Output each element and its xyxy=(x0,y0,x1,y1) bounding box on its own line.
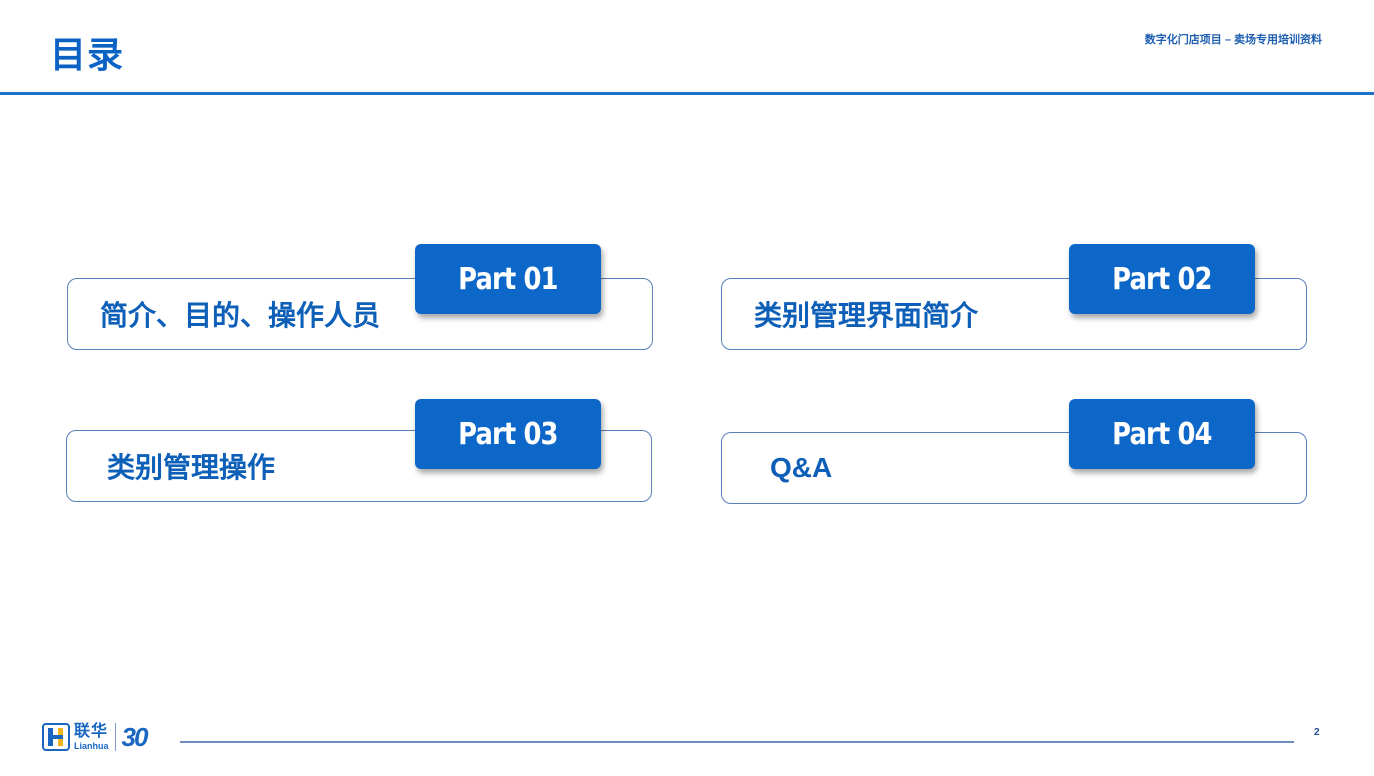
anniversary-30-logo: 30 xyxy=(121,721,149,752)
part-tag-03[interactable]: Part 03 xyxy=(415,399,601,469)
lianhua-logo: 联华 Lianhua 30 xyxy=(42,720,149,754)
footer-divider xyxy=(180,741,1294,743)
part-tag-04[interactable]: Part 04 xyxy=(1069,399,1255,469)
toc-card-part-02[interactable]: 类别管理界面简介 xyxy=(721,278,1307,350)
logo-chinese-name: 联华 xyxy=(74,722,109,740)
part-tag-label: Part 03 xyxy=(458,416,558,452)
toc-card-text: 简介、目的、操作人员 xyxy=(100,300,381,331)
toc-card-text: 类别管理界面简介 xyxy=(754,300,979,331)
logo-divider xyxy=(114,723,116,751)
part-tag-01[interactable]: Part 01 xyxy=(415,244,601,314)
toc-card-text: Q&A xyxy=(770,452,833,483)
header-divider xyxy=(0,92,1374,95)
header-subtitle: 数字化门店项目 – 卖场专用培训资料 xyxy=(1144,34,1322,46)
toc-card-text: 类别管理操作 xyxy=(107,452,276,483)
part-tag-label: Part 02 xyxy=(1112,261,1212,297)
part-tag-02[interactable]: Part 02 xyxy=(1069,244,1255,314)
logo-english-name: Lianhua xyxy=(74,740,109,751)
lianhua-logo-icon xyxy=(42,723,70,751)
part-tag-label: Part 04 xyxy=(1112,416,1212,452)
page-number: 2 xyxy=(1314,727,1320,738)
page-title: 目录 xyxy=(50,34,125,75)
part-tag-label: Part 01 xyxy=(458,261,558,297)
